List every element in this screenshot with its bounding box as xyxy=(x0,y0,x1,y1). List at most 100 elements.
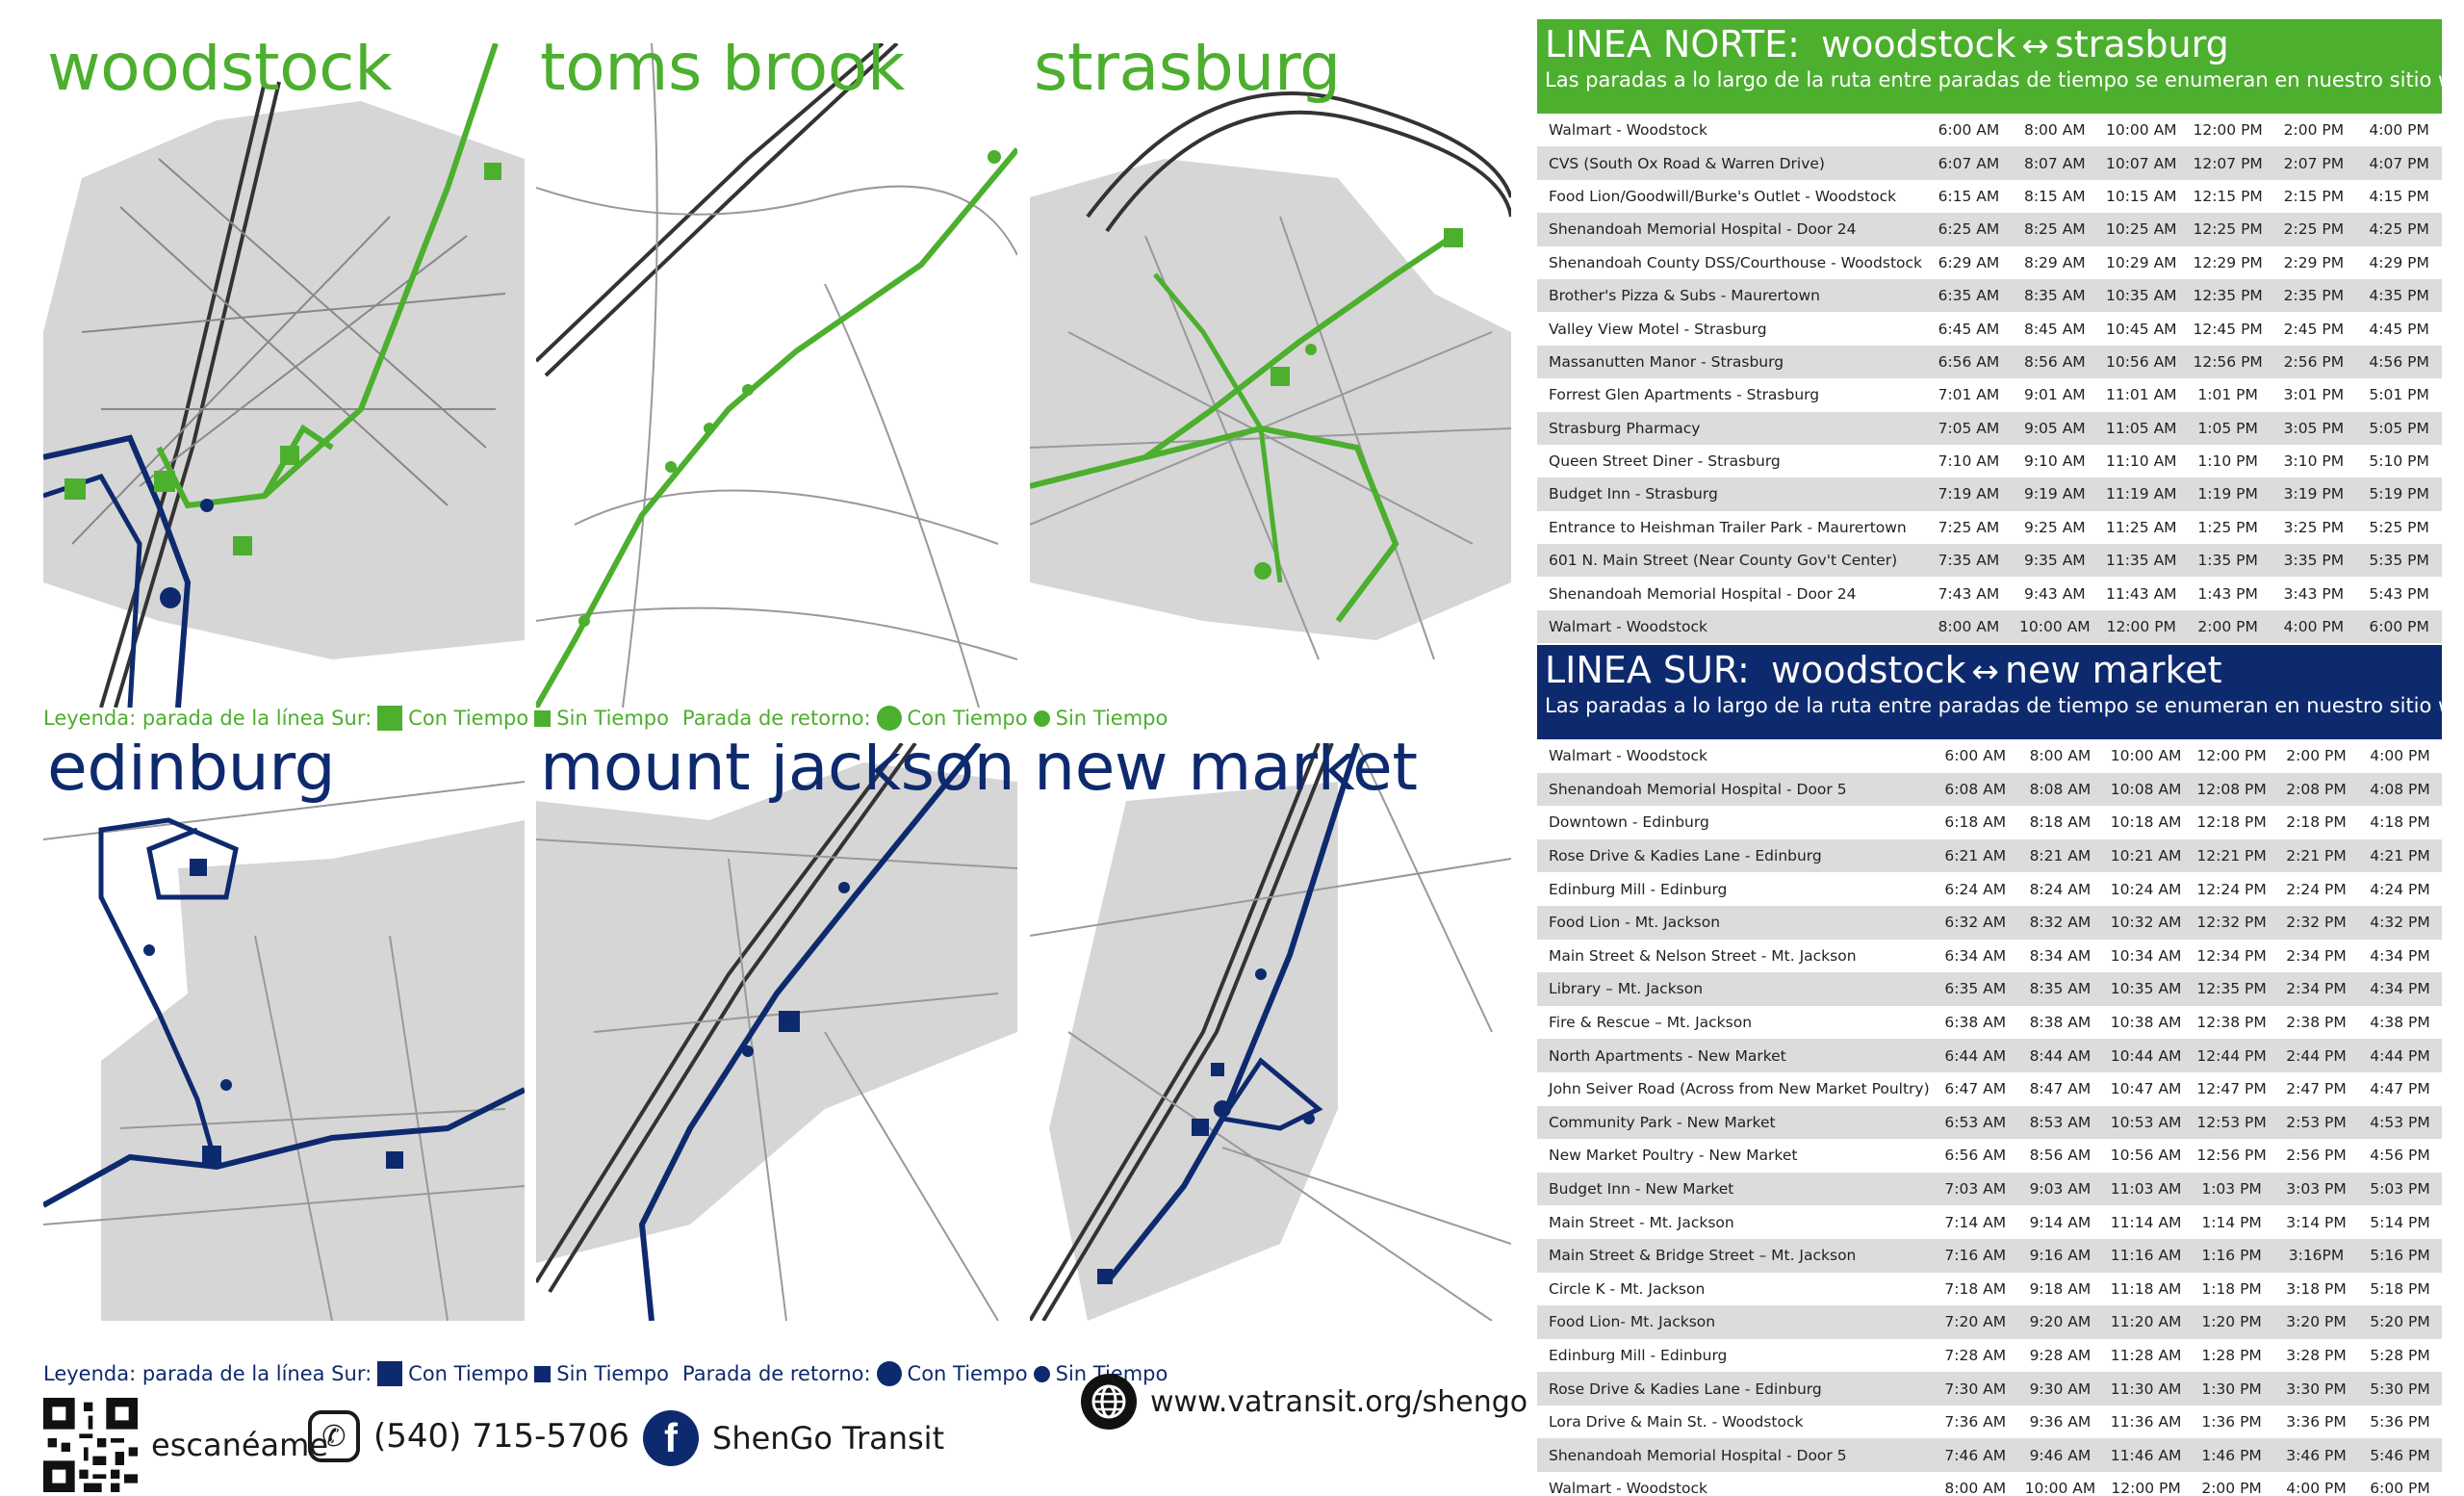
departure-time: 4:44 PM xyxy=(2357,1039,2442,1072)
departure-time: 8:00 AM xyxy=(2023,121,2086,140)
phone-number: (540) 715-5706 xyxy=(373,1417,629,1456)
departure-time: 3:18 PM xyxy=(2286,1279,2347,1298)
map-title: edinburg xyxy=(47,743,336,806)
departure-time: 8:21 AM xyxy=(2016,838,2103,873)
stop-name: Walmart - Woodstock xyxy=(1549,121,1707,140)
departure-time: 1:35 PM xyxy=(2184,544,2272,578)
departure-time: 8:00 AM xyxy=(1944,1480,2007,1496)
stop-name: Valley View Motel - Strasburg xyxy=(1549,320,1767,338)
departure-time: 11:36 AM xyxy=(2110,1413,2182,1432)
departure-time: 12:18 PM xyxy=(2196,813,2267,832)
website-link[interactable]: www.vatransit.org/shengo xyxy=(1081,1374,1527,1430)
departure-time: 10:15 AM xyxy=(2105,187,2177,205)
stop-name: Edinburg Mill - Edinburg xyxy=(1549,1346,1728,1364)
stop-name: Walmart - Woodstock xyxy=(1537,609,1927,644)
departure-time: 3:30 PM xyxy=(2274,1372,2358,1406)
departure-time: 11:10 AM xyxy=(2105,452,2177,471)
map-title: new market xyxy=(1034,743,1418,806)
departure-time: 11:16 AM xyxy=(2103,1238,2190,1273)
departure-time: 4:53 PM xyxy=(2357,1105,2442,1140)
departure-time: 4:15 PM xyxy=(2369,187,2429,205)
legend-label: Leyenda: parada de la línea Sur: xyxy=(43,707,372,730)
departure-time: 8:53 AM xyxy=(2016,1105,2103,1140)
departure-time: 12:53 PM xyxy=(2189,1105,2275,1140)
departure-time: 4:35 PM xyxy=(2356,278,2442,313)
departure-time: 6:24 AM xyxy=(1944,880,2007,898)
departure-time: 2:38 PM xyxy=(2286,1014,2347,1032)
departure-time: 10:35 AM xyxy=(2097,278,2185,313)
bidirectional-arrow-icon: ↔ xyxy=(1971,653,2000,691)
departure-time: 7:43 AM xyxy=(1938,584,2000,603)
departure-time: 7:25 AM xyxy=(1938,518,2000,536)
departure-time: 6:00 PM xyxy=(2370,1480,2430,1496)
departure-time: 7:05 AM xyxy=(1926,411,2012,445)
north-subtitle: Las paradas a lo largo de la ruta entre … xyxy=(1545,68,2464,91)
departure-time: 3:19 PM xyxy=(2271,477,2357,511)
bidirectional-arrow-icon: ↔ xyxy=(2021,27,2050,65)
stop-name: Shenandoah County DSS/Courthouse - Woods… xyxy=(1549,253,1923,271)
map-new-market-graphic xyxy=(1030,743,1511,1321)
departure-time: 10:00 AM xyxy=(2110,747,2182,765)
departure-time: 9:30 AM xyxy=(2016,1372,2103,1406)
phone-contact[interactable]: ✆ (540) 715-5706 xyxy=(308,1410,629,1462)
map-edinburg-graphic xyxy=(43,743,525,1321)
departure-time: 6:15 AM xyxy=(1938,187,2000,205)
departure-time: 12:56 PM xyxy=(2196,1147,2267,1165)
departure-time: 9:10 AM xyxy=(2023,452,2086,471)
departure-time: 1:25 PM xyxy=(2197,518,2258,536)
departure-time: 5:18 PM xyxy=(2370,1279,2430,1298)
timed-stop-square-icon xyxy=(377,706,403,731)
qr-section: escanéame xyxy=(43,1398,328,1492)
stop-name: John Seiver Road (Across from New Market… xyxy=(1549,1080,1930,1098)
departure-time: 6:44 AM xyxy=(1933,1039,2017,1072)
north-schedule-header: LINEA NORTE: woodstock↔strasburg Las par… xyxy=(1537,19,2464,114)
departure-time: 1:16 PM xyxy=(2189,1238,2275,1273)
legend-return-label: Parada de retorno: xyxy=(681,1362,871,1385)
departure-time: 8:56 AM xyxy=(2011,345,2098,379)
departure-time: 4:00 PM xyxy=(2370,747,2430,765)
scan-label: escanéame xyxy=(151,1427,328,1463)
departure-time: 8:32 AM xyxy=(2016,905,2103,940)
social-name: ShenGo Transit xyxy=(712,1420,945,1457)
departure-time: 8:56 AM xyxy=(2029,1147,2092,1165)
stop-name: Shenandoah Memorial Hospital - Door 5 xyxy=(1537,772,1934,807)
departure-time: 4:00 PM xyxy=(2286,1480,2347,1496)
social-link[interactable]: f ShenGo Transit xyxy=(643,1410,944,1466)
departure-time: 2:35 PM xyxy=(2271,278,2357,313)
departure-time: 6:35 AM xyxy=(1926,278,2012,313)
departure-time: 2:00 PM xyxy=(2283,121,2345,140)
departure-time: 6:34 AM xyxy=(1944,946,2007,965)
table-row: Entrance to Heishman Trailer Park - Maur… xyxy=(1537,511,2442,544)
departure-time: 12:00 PM xyxy=(2111,1480,2181,1496)
departure-time: 2:00 PM xyxy=(2184,609,2272,644)
departure-time: 1:01 PM xyxy=(2197,386,2258,404)
departure-time: 11:03 AM xyxy=(2103,1172,2190,1206)
qr-code-icon[interactable] xyxy=(43,1398,138,1492)
departure-time: 1:20 PM xyxy=(2189,1305,2275,1339)
departure-time: 8:18 AM xyxy=(2029,813,2092,832)
departure-time: 4:56 PM xyxy=(2370,1147,2430,1165)
departure-time: 7:10 AM xyxy=(1938,452,2000,471)
departure-time: 2:08 PM xyxy=(2274,772,2358,807)
stop-name: Strasburg Pharmacy xyxy=(1537,411,1927,445)
departure-time: 10:07 AM xyxy=(2097,146,2185,180)
departure-time: 3:20 PM xyxy=(2274,1305,2358,1339)
departure-time: 1:28 PM xyxy=(2201,1346,2262,1364)
line-label: LINEA SUR: xyxy=(1545,649,1750,691)
departure-time: 1:43 PM xyxy=(2197,584,2258,603)
south-schedule: LINEA SUR: woodstock↔new market Las para… xyxy=(1537,645,2464,1496)
departure-time: 12:44 PM xyxy=(2189,1039,2275,1072)
departure-time: 10:45 AM xyxy=(2105,320,2177,338)
departure-time: 10:24 AM xyxy=(2110,880,2182,898)
